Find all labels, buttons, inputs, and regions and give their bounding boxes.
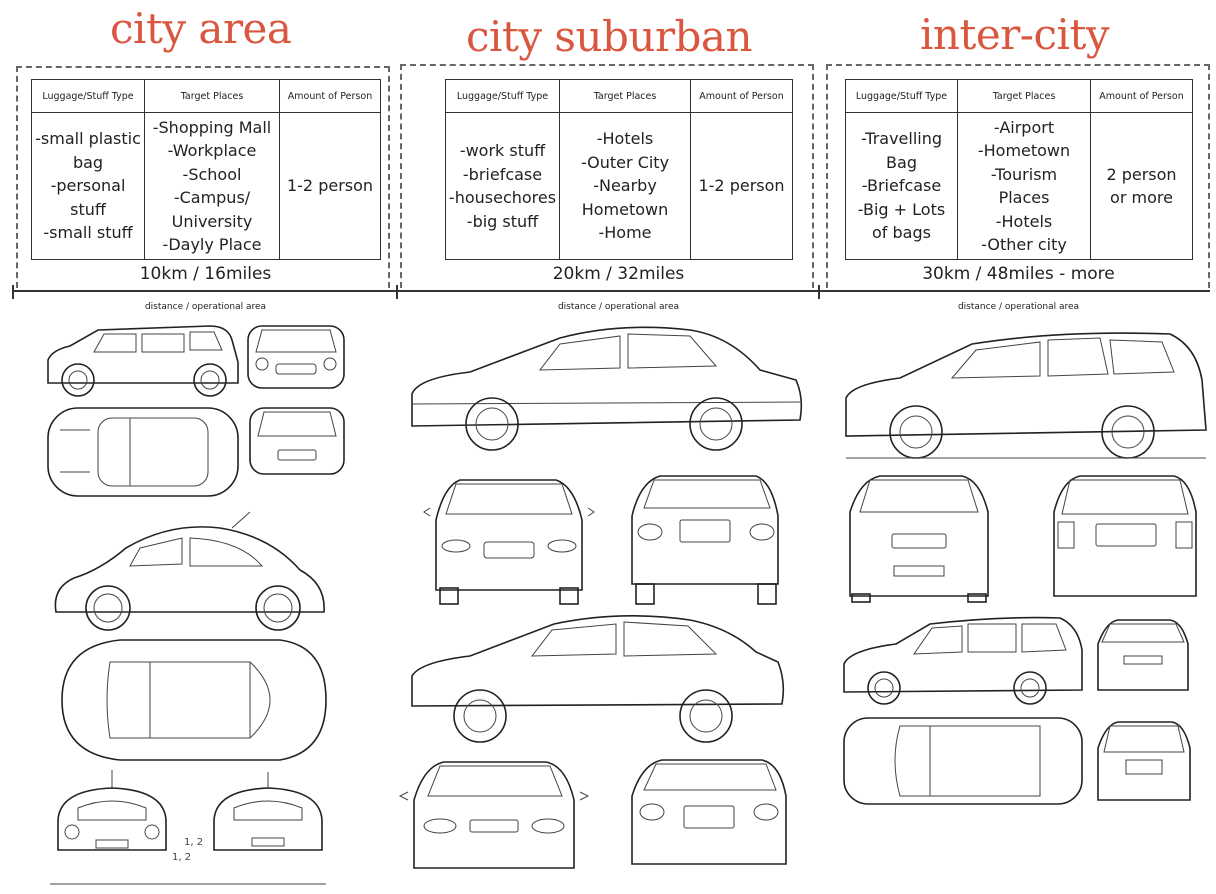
- cell-line: -Workplace: [167, 141, 257, 160]
- cell-line: -Big + Lots: [857, 199, 946, 219]
- cell-line: -small plastic: [35, 129, 141, 149]
- sedan-rear-view: [631, 475, 779, 605]
- header-luggage: Luggage/Stuff Type: [445, 79, 560, 113]
- part-label-1: 1, 2: [184, 837, 203, 848]
- section-box-inter-city: [826, 64, 1210, 288]
- cell-line: 1-2 person: [698, 176, 785, 196]
- cell-line: Hometown: [581, 199, 669, 219]
- cell-line: or more: [1110, 188, 1173, 207]
- cell-line: -Shopping Mall: [152, 117, 272, 137]
- beetle-rear-view: [213, 772, 323, 851]
- cell-line: -Home: [598, 223, 652, 243]
- info-table-inter-city: Luggage/Stuff Type Target Places Amount …: [845, 79, 1193, 260]
- minivan-top-view: [843, 717, 1083, 805]
- cell-line: -briefcase: [462, 164, 543, 184]
- mini-rear-view: [249, 407, 345, 475]
- distance-city-area: 10km / 16miles: [139, 264, 272, 284]
- cell-line: stuff: [70, 199, 106, 219]
- cell-line: University: [171, 211, 253, 231]
- cell-line: -Hometown: [977, 141, 1071, 160]
- beetle-side-view: [54, 511, 325, 631]
- cell-line: of bags: [872, 223, 931, 243]
- part-label-2: 1, 2: [172, 852, 191, 863]
- heading-inter-city: inter-city: [920, 10, 1110, 59]
- cell-line: -Briefcase: [861, 176, 942, 196]
- minivan-front-view: [1097, 619, 1189, 691]
- cell-line: -Hotels: [596, 129, 654, 149]
- section-box-city-area: [16, 66, 390, 288]
- cell-line: -personal: [50, 176, 126, 196]
- header-luggage: Luggage/Stuff Type: [845, 79, 958, 113]
- beetle-front-view: [57, 770, 167, 851]
- compact-sedan-front-view: [398, 761, 590, 869]
- cell-line: -Airport: [993, 117, 1055, 137]
- wagon-side-view: [845, 332, 1207, 459]
- cell-line: -housechores: [448, 188, 557, 207]
- cell-luggage: -work stuff -briefcase -housechores -big st…: [445, 112, 560, 260]
- header-amount-person: Amount of Person: [279, 79, 381, 113]
- cell-line: -Dayly Place: [162, 235, 262, 254]
- cell-line: -small stuff: [43, 223, 133, 243]
- sedan-side-view: [411, 326, 803, 451]
- mini-top-view: [47, 407, 239, 497]
- cell-line: Places: [998, 188, 1050, 207]
- wagon-rear-view: [1053, 475, 1197, 597]
- header-amount-person: Amount of Person: [1090, 79, 1193, 113]
- cell-line: 2 person: [1106, 164, 1177, 184]
- sedan-front-view: [423, 479, 595, 605]
- cell-line: -Outer City: [580, 152, 670, 172]
- cell-line: -Hotels: [995, 211, 1053, 231]
- cell-amount-person: 1-2 person: [690, 112, 793, 260]
- minivan-side-view: [843, 616, 1083, 705]
- cell-line: -Campus/: [173, 188, 251, 207]
- mini-front-view: [247, 325, 345, 389]
- wagon-front-view: [849, 475, 989, 603]
- distance-inter-city: 30km / 48miles - more: [922, 264, 1115, 284]
- header-luggage: Luggage/Stuff Type: [31, 79, 145, 113]
- cell-luggage: -small plastic bag -personal stuff -small st…: [31, 112, 145, 260]
- distance-city-suburban: 20km / 32miles: [552, 264, 685, 284]
- caption-city-area: distance / operational area: [144, 302, 267, 312]
- cell-line: -work stuff: [459, 141, 546, 160]
- cell-line: bag: [72, 152, 104, 172]
- info-table-city-area: Luggage/Stuff Type Target Places Amount …: [31, 79, 381, 260]
- section-box-city-suburban: [400, 64, 814, 288]
- heading-city-area: city area: [110, 4, 292, 53]
- axis-tick: [12, 285, 14, 299]
- cell-line: -Other city: [981, 235, 1067, 254]
- minivan-rear-view: [1097, 721, 1191, 801]
- distance-axis-line: [12, 290, 1210, 292]
- caption-inter-city: distance / operational area: [957, 302, 1080, 312]
- cell-line: 1-2 person: [286, 176, 374, 196]
- header-target-places: Target Places: [957, 79, 1091, 113]
- cell-target-places: -Shopping Mall -Workplace -School -Campus/U…: [144, 112, 280, 260]
- axis-tick: [396, 285, 398, 299]
- cell-amount-person: 2 person or more: [1090, 112, 1193, 260]
- cell-line: -Nearby: [593, 176, 657, 196]
- compact-sedan-rear-view: [631, 759, 787, 865]
- cell-line: -Travelling: [860, 129, 943, 149]
- cell-line: -School: [182, 164, 242, 184]
- cell-line: Bag: [886, 152, 917, 172]
- beetle-top-view: [61, 639, 327, 761]
- axis-tick: [818, 285, 820, 299]
- cell-line: -big stuff: [466, 211, 539, 231]
- caption-city-suburban: distance / operational area: [557, 302, 680, 312]
- info-table-city-suburban: Luggage/Stuff Type Target Places Amount …: [445, 79, 793, 260]
- compact-sedan-side-view: [411, 615, 785, 743]
- cell-line: -Tourism: [990, 164, 1058, 184]
- heading-city-suburban: city suburban: [466, 12, 753, 61]
- mini-side-view: [47, 325, 239, 397]
- cell-amount-person: 1-2 person: [279, 112, 381, 260]
- header-target-places: Target Places: [559, 79, 691, 113]
